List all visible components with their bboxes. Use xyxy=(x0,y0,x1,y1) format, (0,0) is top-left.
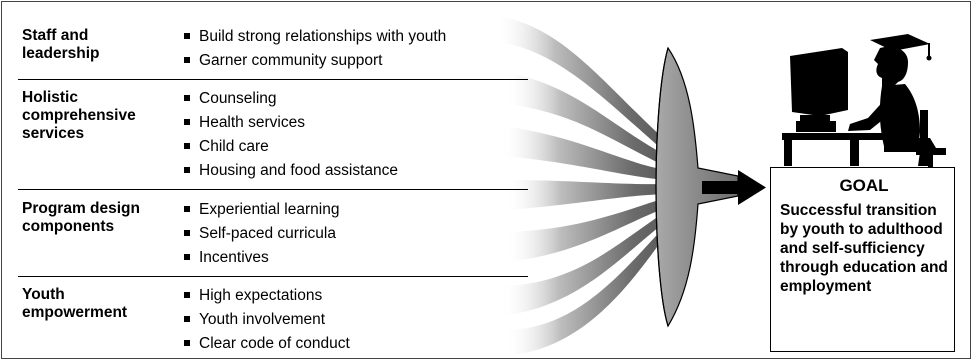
flow-ribbon xyxy=(505,72,665,166)
category-label: Program design components xyxy=(22,200,140,235)
list-item: Health services xyxy=(182,111,398,135)
list-item: Build strong relationships with youth xyxy=(182,25,446,49)
goal-title: GOAL xyxy=(839,176,889,195)
list-item: Housing and food assistance xyxy=(182,159,398,183)
graduate-at-computer-icon xyxy=(782,34,946,167)
flow-ribbon xyxy=(505,226,665,356)
list-item: Incentives xyxy=(182,246,339,270)
category-items-list: High expectations Youth involvement Clea… xyxy=(182,284,350,356)
category-items-list: Experiential learning Self-paced curricu… xyxy=(182,198,339,270)
list-item: Garner community support xyxy=(182,49,446,73)
list-item: Youth involvement xyxy=(182,308,350,332)
goal-box: GOAL Successful transition by youth to a… xyxy=(770,167,955,352)
funnel-icon xyxy=(655,46,739,328)
list-item: Clear code of conduct xyxy=(182,332,350,356)
flow-ribbons xyxy=(495,16,665,356)
flow-ribbon xyxy=(505,180,665,210)
category-label: Holistic comprehensive services xyxy=(22,89,136,142)
list-item: Self-paced curricula xyxy=(182,222,339,246)
goal-text: Successful transition by youth to adulth… xyxy=(780,202,948,295)
flow-ribbon xyxy=(505,198,665,262)
list-item: Counseling xyxy=(182,87,398,111)
arrow-right-icon xyxy=(702,170,766,205)
list-item: Experiential learning xyxy=(182,198,339,222)
divider xyxy=(18,79,528,80)
divider xyxy=(18,189,528,190)
flow-ribbon xyxy=(500,212,665,316)
flow-ribbon xyxy=(495,16,665,152)
category-items-list: Counseling Health services Child care Ho… xyxy=(182,87,398,183)
category-label: Staff and leadership xyxy=(22,27,100,62)
category-label: Youth empowerment xyxy=(22,286,128,321)
divider xyxy=(18,276,528,277)
list-item: Child care xyxy=(182,135,398,159)
category-items-list: Build strong relationships with youth Ga… xyxy=(182,25,446,73)
flow-ribbon xyxy=(500,126,665,180)
list-item: High expectations xyxy=(182,284,350,308)
